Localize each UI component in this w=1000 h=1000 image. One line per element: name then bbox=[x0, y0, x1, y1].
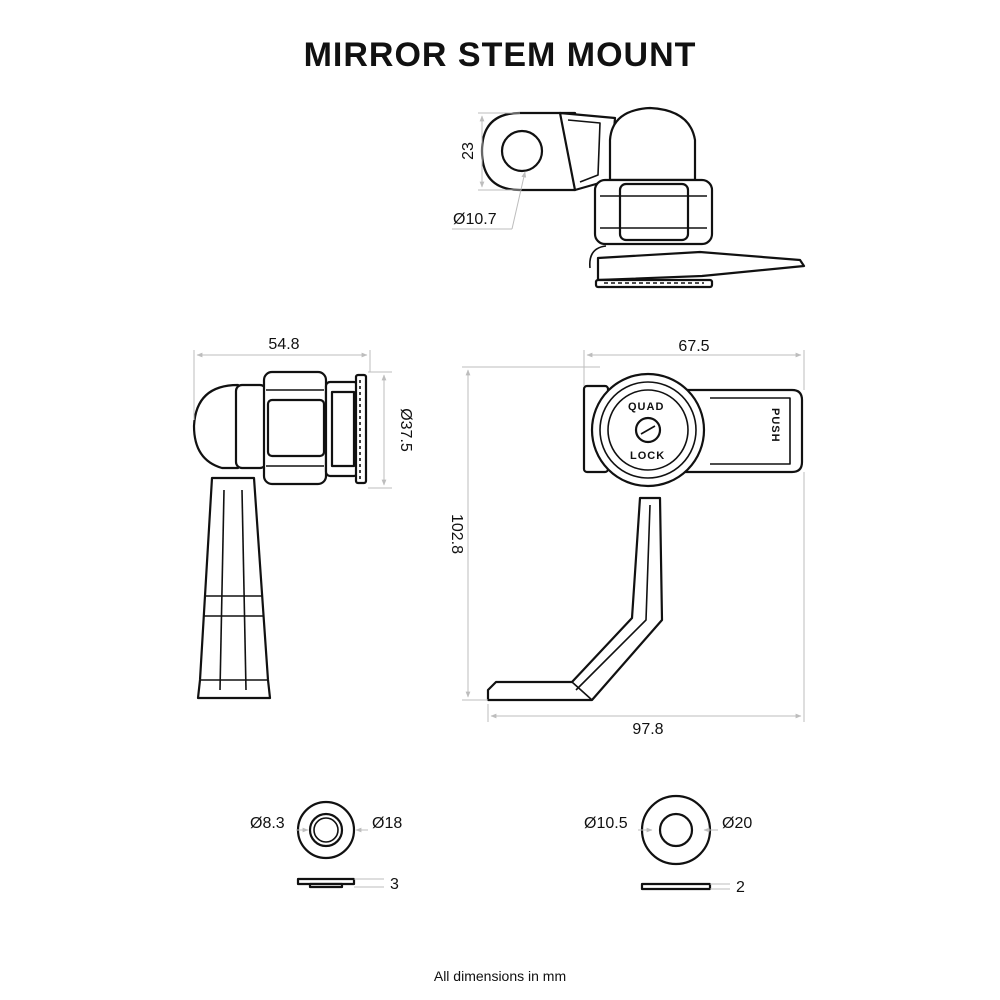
logo-lock: LOCK bbox=[630, 450, 665, 462]
push-label: PUSH bbox=[769, 408, 781, 443]
stem-hole bbox=[500, 129, 544, 173]
units-note: All dimensions in mm bbox=[433, 968, 567, 984]
dim-top-height: 23 bbox=[460, 142, 477, 160]
page-title: MIRROR STEM MOUNT bbox=[303, 36, 697, 74]
dome-cap bbox=[608, 106, 697, 182]
dim-washer2-inner: Ø10.5 bbox=[584, 815, 628, 832]
dim-side-width: 54.8 bbox=[268, 336, 299, 353]
front-view bbox=[462, 350, 805, 722]
dim-washer1-outer: Ø18 bbox=[372, 815, 402, 832]
washer-large bbox=[638, 794, 730, 891]
dim-base-width: 97.8 bbox=[632, 721, 663, 738]
top-view bbox=[452, 106, 806, 289]
side-dome bbox=[192, 383, 240, 470]
washer-small bbox=[296, 800, 384, 889]
release-lever bbox=[596, 250, 806, 282]
dim-front-height: 102.8 bbox=[448, 514, 465, 554]
side-view bbox=[192, 350, 392, 700]
dim-top-hole: Ø10.7 bbox=[453, 211, 497, 228]
dim-side-diameter: Ø37.5 bbox=[397, 408, 414, 452]
front-stem bbox=[486, 496, 664, 702]
dim-front-width: 67.5 bbox=[678, 338, 709, 355]
logo-quad: QUAD bbox=[628, 401, 664, 413]
side-stem bbox=[196, 476, 272, 700]
dim-washer2-outer: Ø20 bbox=[722, 815, 752, 832]
dim-washer2-thickness: 2 bbox=[736, 879, 745, 896]
dim-washer1-thickness: 3 bbox=[390, 876, 399, 893]
dim-washer1-inner: Ø8.3 bbox=[250, 815, 285, 832]
